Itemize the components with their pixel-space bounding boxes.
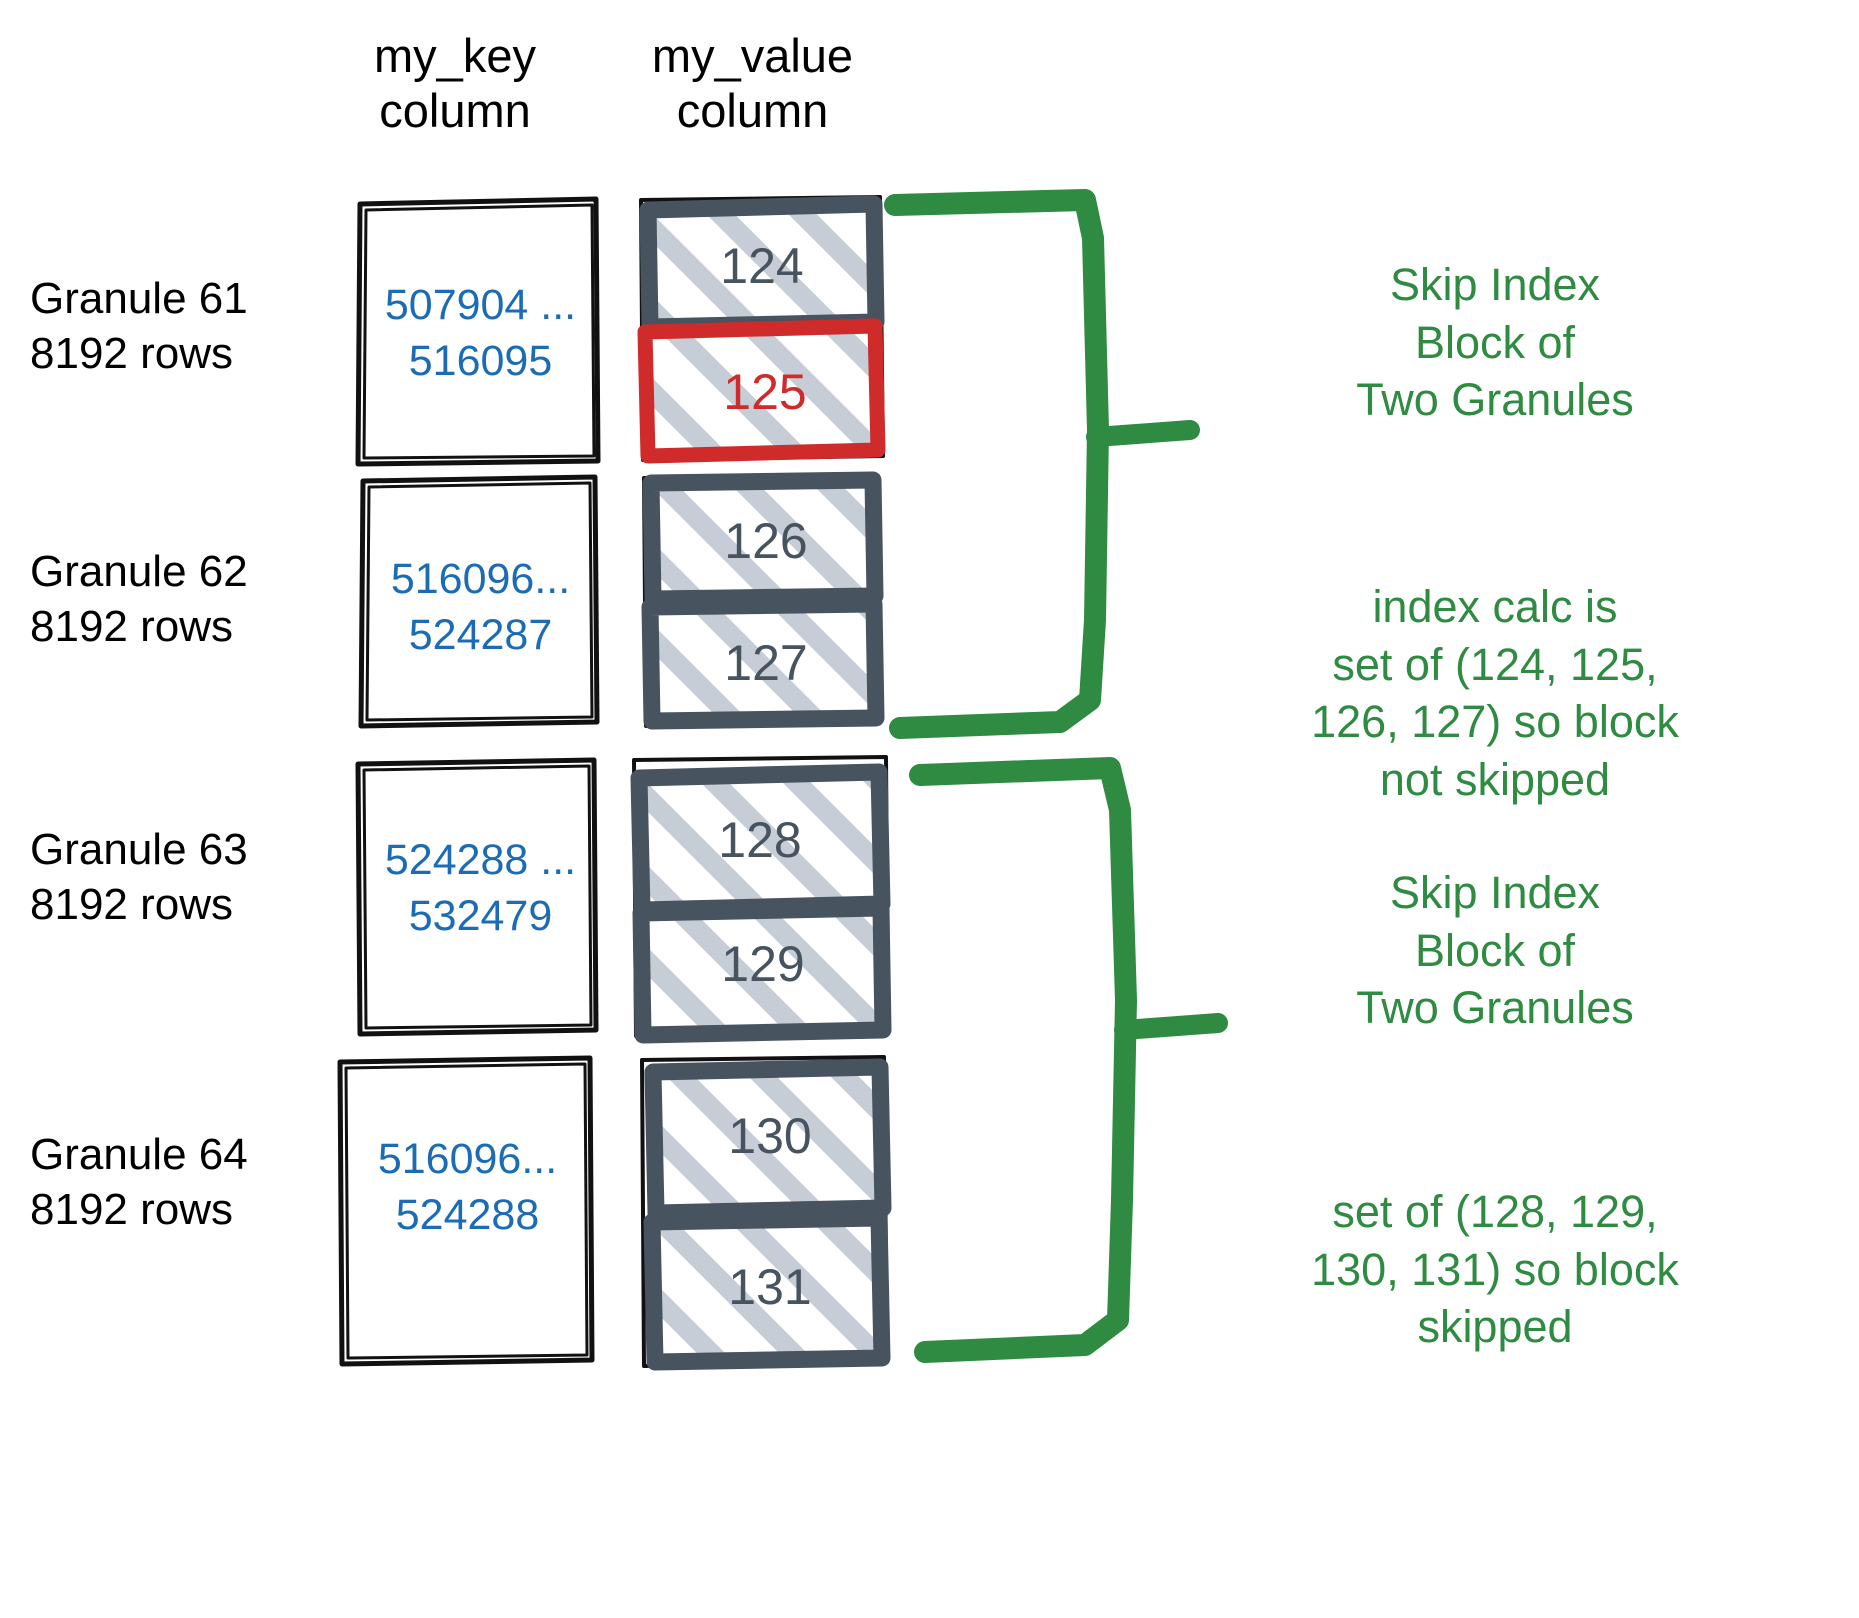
column-header-my-value: my_value column — [651, 29, 854, 138]
column-header-my-key: my_key column — [374, 29, 536, 138]
granule-label-64: Granule 64 8192 rows — [30, 1130, 248, 1234]
granule-label-61: Granule 61 8192 rows — [30, 274, 248, 378]
value-cell-127: 127 — [724, 635, 808, 691]
annotation-skip-index-block-bottom: Skip Index Block of Two Granules — [1356, 867, 1634, 1034]
key-range-granule-61: 507904 ... 516095 — [384, 281, 577, 385]
value-cell-129: 129 — [721, 936, 805, 992]
value-cell-125: 125 — [723, 364, 807, 420]
annotation-index-calc-not-skipped: index calc is set of (124, 125, 126, 127… — [1311, 581, 1679, 805]
value-cell-130: 130 — [728, 1108, 812, 1164]
value-cell-126: 126 — [724, 513, 808, 569]
value-cell-131: 131 — [728, 1259, 812, 1315]
granule-label-63: Granule 63 8192 rows — [30, 825, 248, 929]
key-range-granule-64: 516096... 524288 — [377, 1135, 558, 1239]
granule-label-62: Granule 62 8192 rows — [30, 547, 248, 651]
key-range-granule-62: 516096... 524287 — [390, 555, 571, 659]
value-cell-124: 124 — [720, 238, 804, 294]
annotation-set-of-skipped: set of (128, 129, 130, 131) so block ski… — [1311, 1186, 1679, 1353]
skip-index-bracket-bottom — [909, 757, 1228, 1363]
value-cell-128: 128 — [718, 812, 802, 868]
key-range-granule-63: 524288 ... 532479 — [384, 836, 577, 940]
skip-index-bracket-top — [884, 189, 1200, 739]
annotation-skip-index-block-top: Skip Index Block of Two Granules — [1356, 259, 1634, 426]
